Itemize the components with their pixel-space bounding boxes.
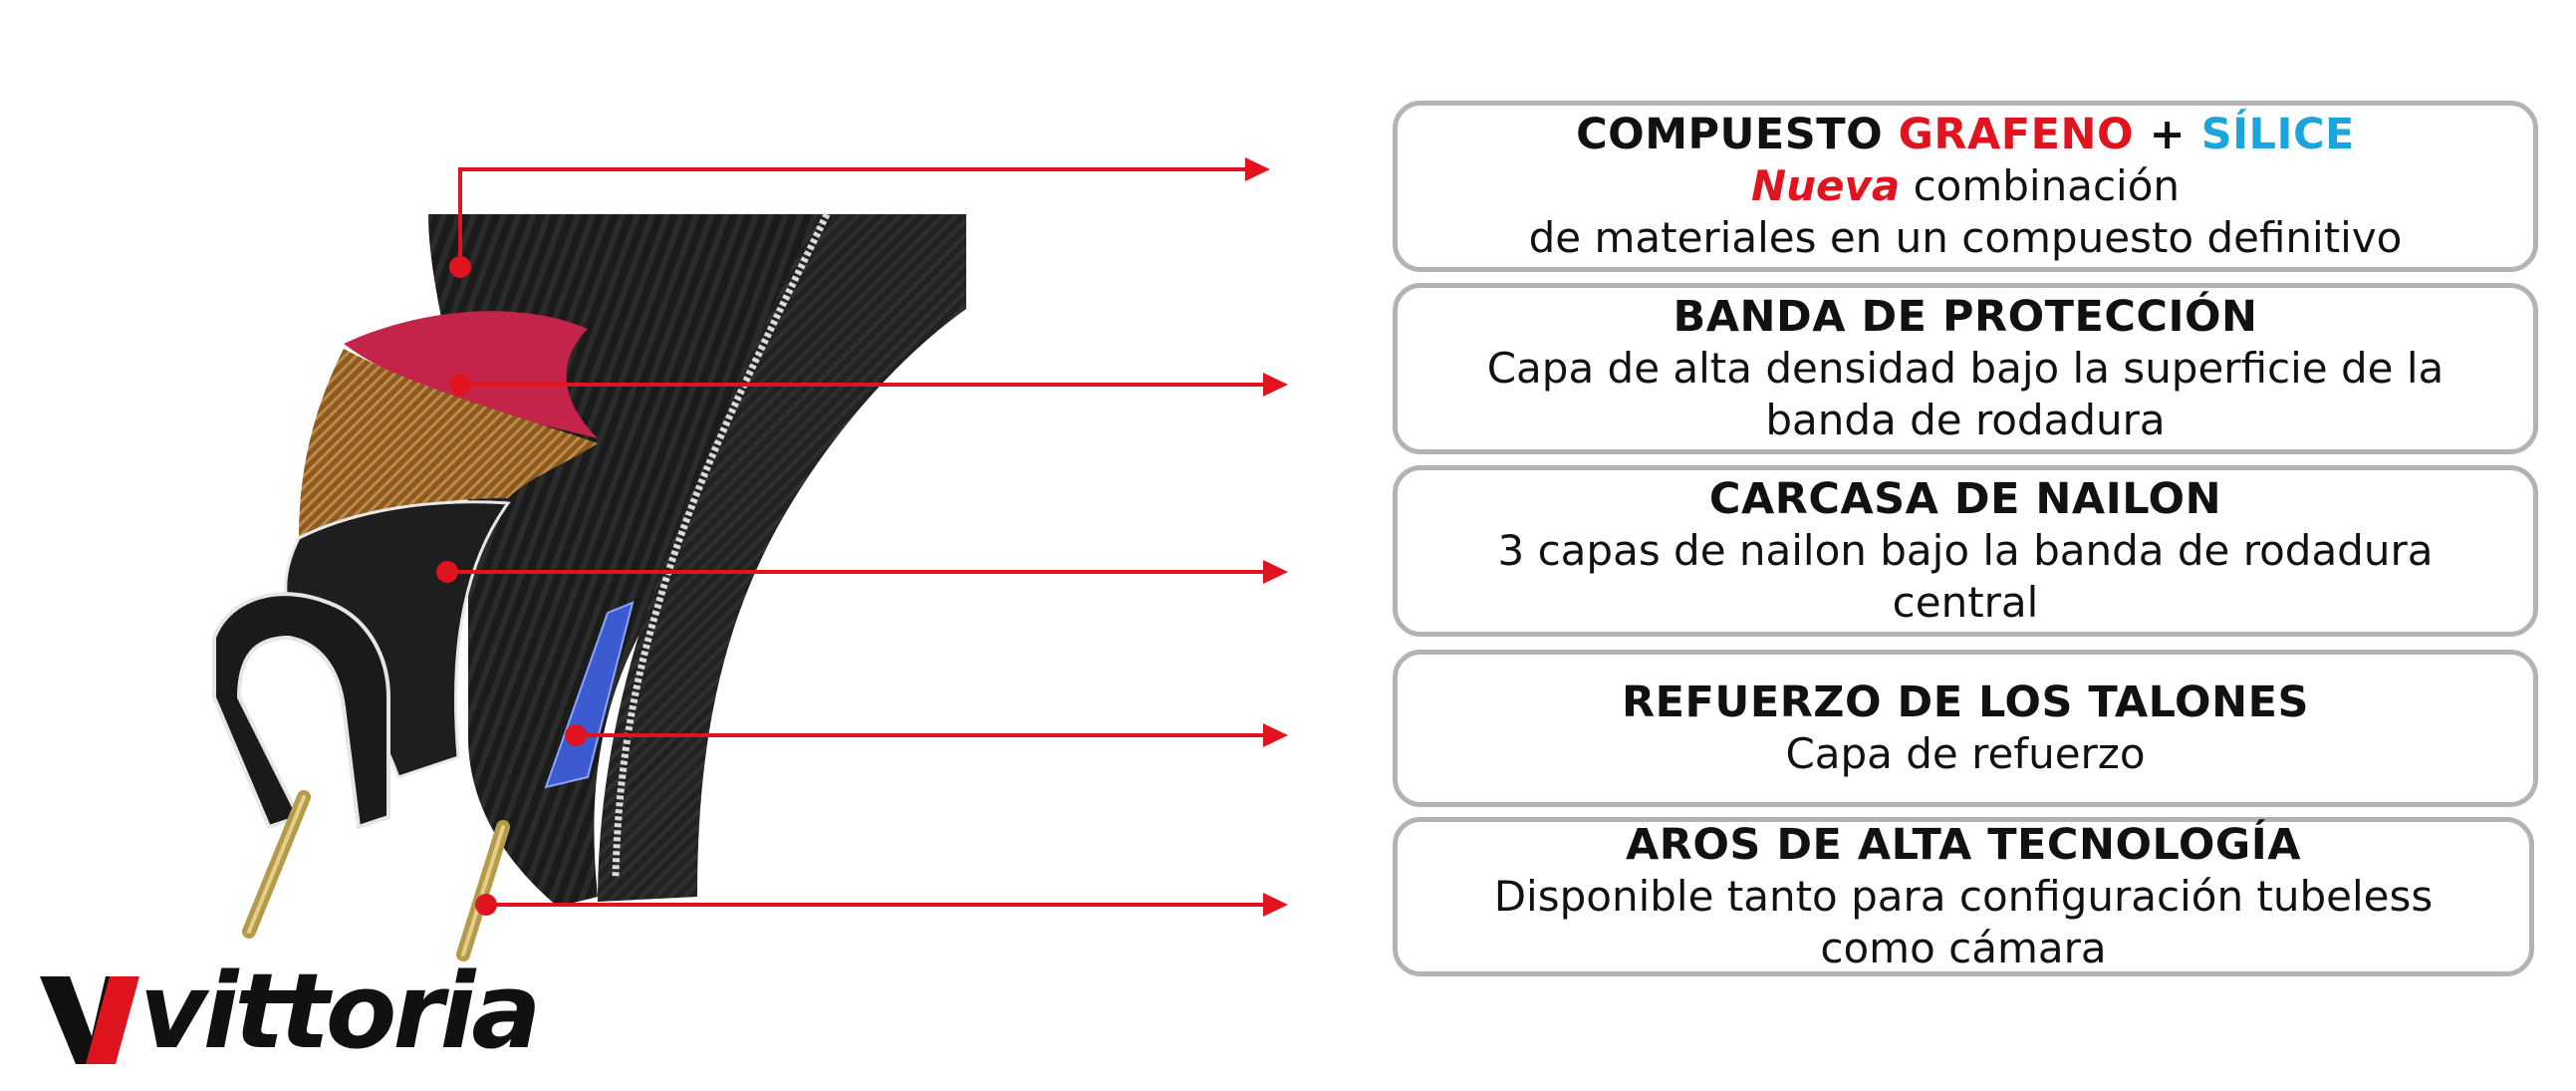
card-title: REFUERZO DE LOS TALONES — [1622, 678, 2309, 727]
card-description: 3 capas de nailon bajo la banda de rodad… — [1497, 526, 2434, 575]
callout-card-bead-reinforcement: REFUERZO DE LOS TALONES Capa de refuerzo — [1393, 650, 2538, 807]
arrow-nylon-casing — [436, 560, 1288, 584]
brand-wordmark: vittoria — [139, 951, 541, 1072]
card-description: Disponible tanto para configuración tube… — [1493, 872, 2434, 921]
callout-card-compound: COMPUESTO GRAFENO + SÍLICE Nueva combina… — [1393, 101, 2538, 272]
callout-arrows — [436, 157, 1288, 917]
card-title: CARCASA DE NAILON — [1708, 474, 2222, 524]
protection-belt — [299, 349, 598, 538]
arrow-protection-belt — [449, 373, 1288, 397]
arrow-compound — [449, 157, 1270, 278]
card-description: Nueva combinación — [1750, 161, 2181, 210]
callout-card-nylon-casing: CARCASA DE NAILON 3 capas de nailon bajo… — [1393, 465, 2538, 637]
compound-layer — [344, 311, 598, 438]
card-description: banda de rodadura — [1765, 396, 2166, 444]
card-description: como cámara — [1820, 924, 2107, 972]
card-description: central — [1892, 578, 2039, 627]
card-description: Capa de alta densidad bajo la superficie… — [1486, 344, 2445, 393]
arrow-bead-wires — [475, 893, 1288, 917]
callout-card-protection-belt: BANDA DE PROTECCIÓN Capa de alta densida… — [1393, 283, 2538, 454]
card-title: COMPUESTO GRAFENO + SÍLICE — [1576, 110, 2355, 159]
card-title: AROS DE ALTA TECNOLOGÍA — [1625, 820, 2302, 870]
card-description: de materiales en un compuesto definitivo — [1528, 213, 2403, 262]
nylon-casing — [212, 500, 511, 830]
card-title: BANDA DE PROTECCIÓN — [1673, 292, 2258, 342]
vittoria-logo — [40, 976, 139, 1064]
card-description: Capa de refuerzo — [1785, 729, 2146, 778]
bead-wires — [242, 790, 510, 961]
callout-card-bead-wires: AROS DE ALTA TECNOLOGÍA Disponible tanto… — [1393, 817, 2534, 976]
arrow-bead-reinforcement — [565, 723, 1288, 747]
